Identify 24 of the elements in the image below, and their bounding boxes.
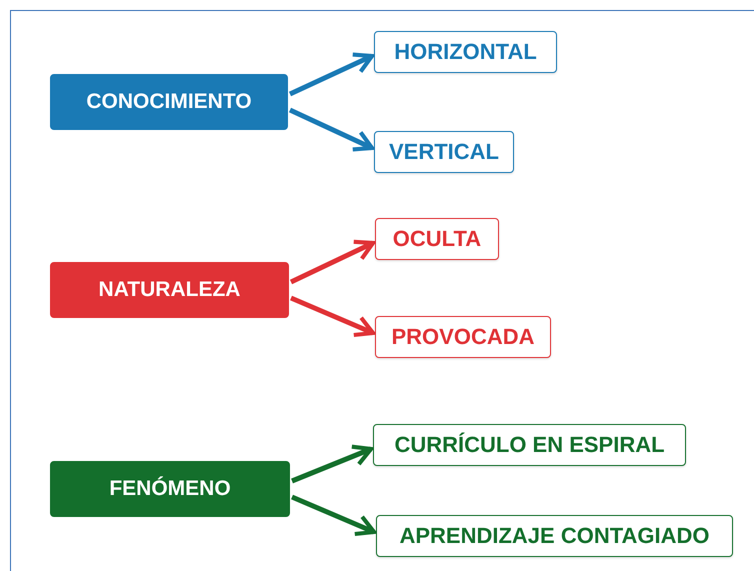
box-label: CONOCIMIENTO <box>86 90 252 114</box>
arrow <box>291 444 374 484</box>
box-label: NATURALEZA <box>98 278 240 302</box>
box-label: CURRÍCULO EN ESPIRAL <box>394 432 665 458</box>
box-label: OCULTA <box>392 226 482 252</box>
subtype-box <box>373 424 686 466</box>
subtype-box <box>376 515 733 557</box>
subtype-box <box>375 316 551 358</box>
subtype-box <box>374 131 514 173</box>
box-label: VERTICAL <box>389 139 499 165</box>
arrow <box>288 52 374 96</box>
arrow <box>288 108 374 152</box>
category-box <box>50 74 288 130</box>
box-label: FENÓMENO <box>109 477 231 501</box>
subtype-box <box>374 31 557 73</box>
arrow <box>290 296 376 338</box>
box-label: PROVOCADA <box>391 324 534 350</box>
arrow <box>290 240 376 284</box>
category-box <box>50 262 289 318</box>
subtype-box <box>375 218 499 260</box>
box-label: APRENDIZAJE CONTAGIADO <box>399 523 710 549</box>
category-box <box>50 461 290 517</box>
box-label: HORIZONTAL <box>394 39 537 65</box>
arrow <box>291 494 376 536</box>
